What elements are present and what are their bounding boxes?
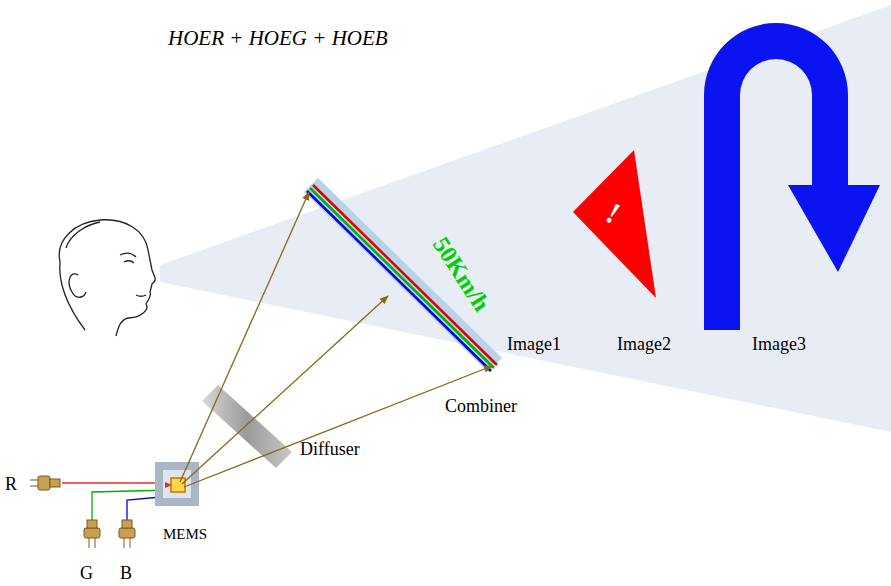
part-label: Diffuser: [300, 440, 360, 458]
hoe-layers: HOER + HOEG + HOEB: [168, 28, 388, 49]
part-label: Combiner: [445, 397, 517, 415]
combiner: [304, 178, 502, 372]
diffuser: [202, 385, 292, 468]
laser-diode: [30, 476, 135, 548]
laser-label: G: [80, 564, 93, 582]
warning-triangle: [573, 150, 656, 298]
image-label: Image2: [617, 335, 671, 353]
laser-label: B: [120, 564, 132, 582]
u-turn-arrow: [704, 23, 880, 330]
laser-label: R: [5, 475, 17, 493]
viewer-face: [59, 220, 155, 336]
part-label: MEMS: [163, 527, 207, 542]
image-label: Image1: [507, 335, 561, 353]
view-fan: [160, 5, 891, 432]
image-label: Image3: [752, 335, 806, 353]
